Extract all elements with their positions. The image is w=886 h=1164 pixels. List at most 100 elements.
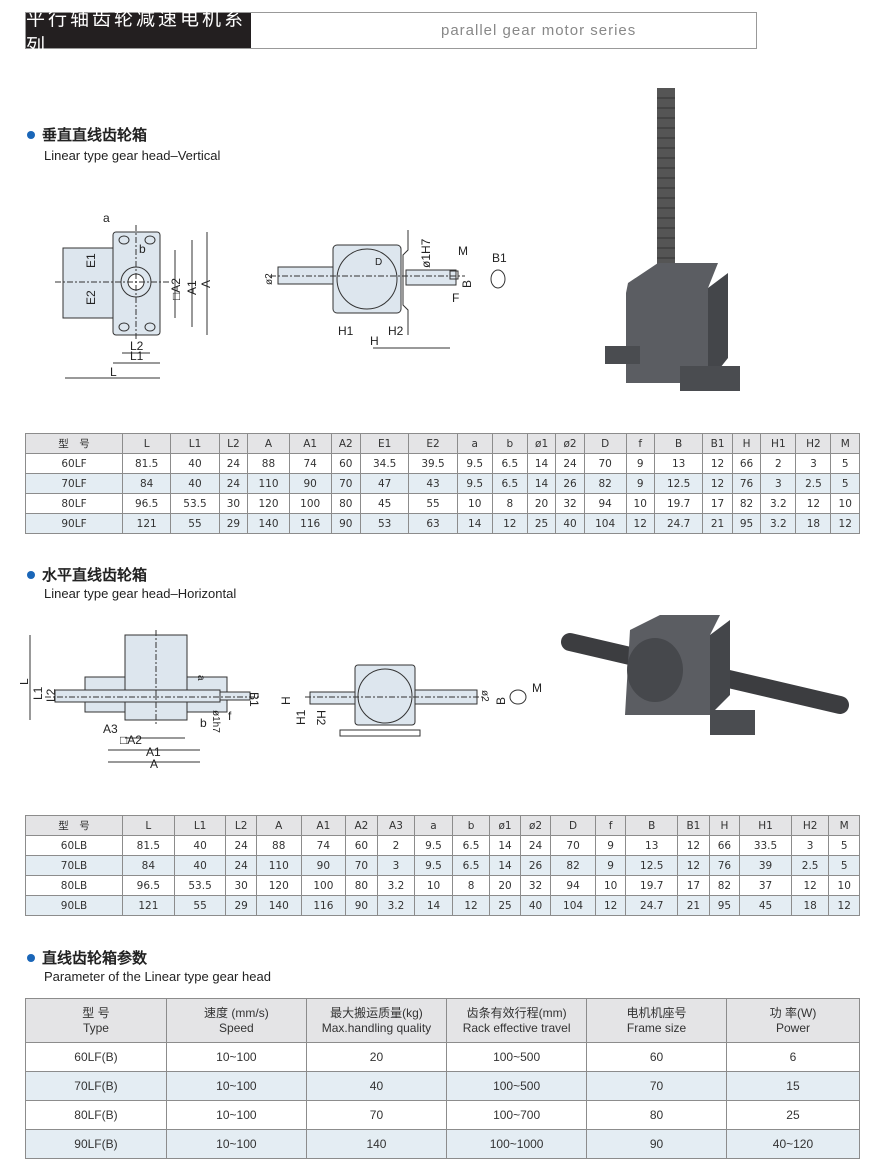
table-cell: 120 [255,875,302,896]
column-header-cn: 型 号 [82,1005,110,1020]
table-cell: 95 [731,513,762,534]
table-cell: 90 [288,473,332,494]
table-cell: 10~100 [165,1071,307,1101]
table-cell: 110 [255,855,302,876]
svg-text:H1: H1 [338,324,354,338]
header-title-en: parallel gear motor series [441,22,637,39]
table-cell: 12 [790,875,830,896]
table-cell: 66 [708,835,741,856]
column-header: A2 [330,433,362,454]
svg-text:H: H [279,696,293,705]
column-header: B1 [702,433,733,454]
table-cell: 19.7 [653,493,704,514]
column-header: a [456,433,493,454]
column-header-cn: 电机机座号 [626,1005,687,1020]
column-header: ø1 [526,433,557,454]
column-header: L2 [225,815,257,836]
svg-text:A1: A1 [146,745,161,759]
table-cell: 9.5 [456,473,493,494]
column-header: ø2 [555,433,585,454]
vertical-gearhead-photo [605,88,740,391]
table-cell: 6.5 [451,855,491,876]
svg-text:□A2: □A2 [169,278,183,300]
table-cell: 26 [519,855,552,876]
table-cell: 32 [519,875,552,896]
section-title-vertical: 垂直直线齿轮箱 [27,124,147,145]
column-header: 速度 (mm/s)Speed [165,998,307,1043]
table-cell: 18 [795,513,832,534]
column-header: b [451,815,491,836]
column-header: A2 [345,815,378,836]
table-cell: 100~700 [446,1100,588,1130]
column-header: 功 率(W)Power [725,998,861,1043]
column-header-cn: 速度 (mm/s) [204,1005,269,1020]
table-cell: 45 [739,895,792,916]
table-cell: 12 [451,895,491,916]
table-cell: 9.5 [456,453,493,474]
table-cell: 34.5 [360,453,410,474]
table-cell: 6 [725,1042,861,1072]
column-header: f [625,433,655,454]
svg-text:ø1h7: ø1h7 [210,710,221,733]
table-cell: 15 [725,1071,861,1101]
column-header: L1 [173,815,227,836]
table-cell: 100 [288,493,332,514]
table-cell: 30 [225,875,257,896]
table-cell: 84 [121,473,172,494]
table-cell: 39.5 [408,453,458,474]
table-cell: 24 [225,835,257,856]
svg-text:M: M [458,244,468,258]
table-cell: 76 [708,855,741,876]
svg-text:H2: H2 [388,324,404,338]
table-cell: 96.5 [121,493,172,514]
svg-text:F: F [452,291,459,305]
column-header-cn: 齿条有效行程(mm) [466,1005,567,1020]
table-cell: 25 [725,1100,861,1130]
svg-text:E2: E2 [84,290,98,305]
table-cell: 90 [330,513,362,534]
table-cell: 6.5 [491,453,528,474]
table-cell: 12 [491,513,528,534]
table-cell: 25 [526,513,557,534]
table-cell: 18 [790,895,830,916]
svg-text:B: B [460,280,474,288]
svg-text:L1: L1 [130,349,144,363]
section-title-text: 水平直线齿轮箱 [42,567,148,584]
column-header-en: Type [82,1020,109,1035]
table-cell: 14 [526,473,557,494]
svg-text:B1: B1 [247,692,261,707]
column-header: H2 [795,433,832,454]
table-cell: 17 [677,875,710,896]
column-header: E1 [360,433,410,454]
table-cell: 90LF [25,513,123,534]
svg-text:□A2: □A2 [120,733,142,747]
table-cell: 40 [519,895,552,916]
table-cell: 12 [677,835,710,856]
bullet-icon [27,570,35,579]
column-header-cn: 功 率(W) [769,1005,817,1020]
table-cell: 100~500 [446,1071,588,1101]
table-cell: 5 [828,835,860,856]
column-header: B [653,433,704,454]
column-header: B [625,815,679,836]
table-cell: 37 [739,875,792,896]
section-title-text: 直线齿轮箱参数 [42,950,148,967]
table-cell: 9 [625,453,655,474]
table-cell: 39 [739,855,792,876]
table-cell: 70LB [25,855,123,876]
svg-text:M: M [532,681,542,695]
svg-text:L: L [20,678,31,685]
column-header: ø2 [519,815,552,836]
table-cell: 10 [414,875,453,896]
column-header: L [121,433,172,454]
table-cell: 88 [255,835,302,856]
svg-text:D: D [375,257,382,268]
table-cell: 82 [583,473,627,494]
